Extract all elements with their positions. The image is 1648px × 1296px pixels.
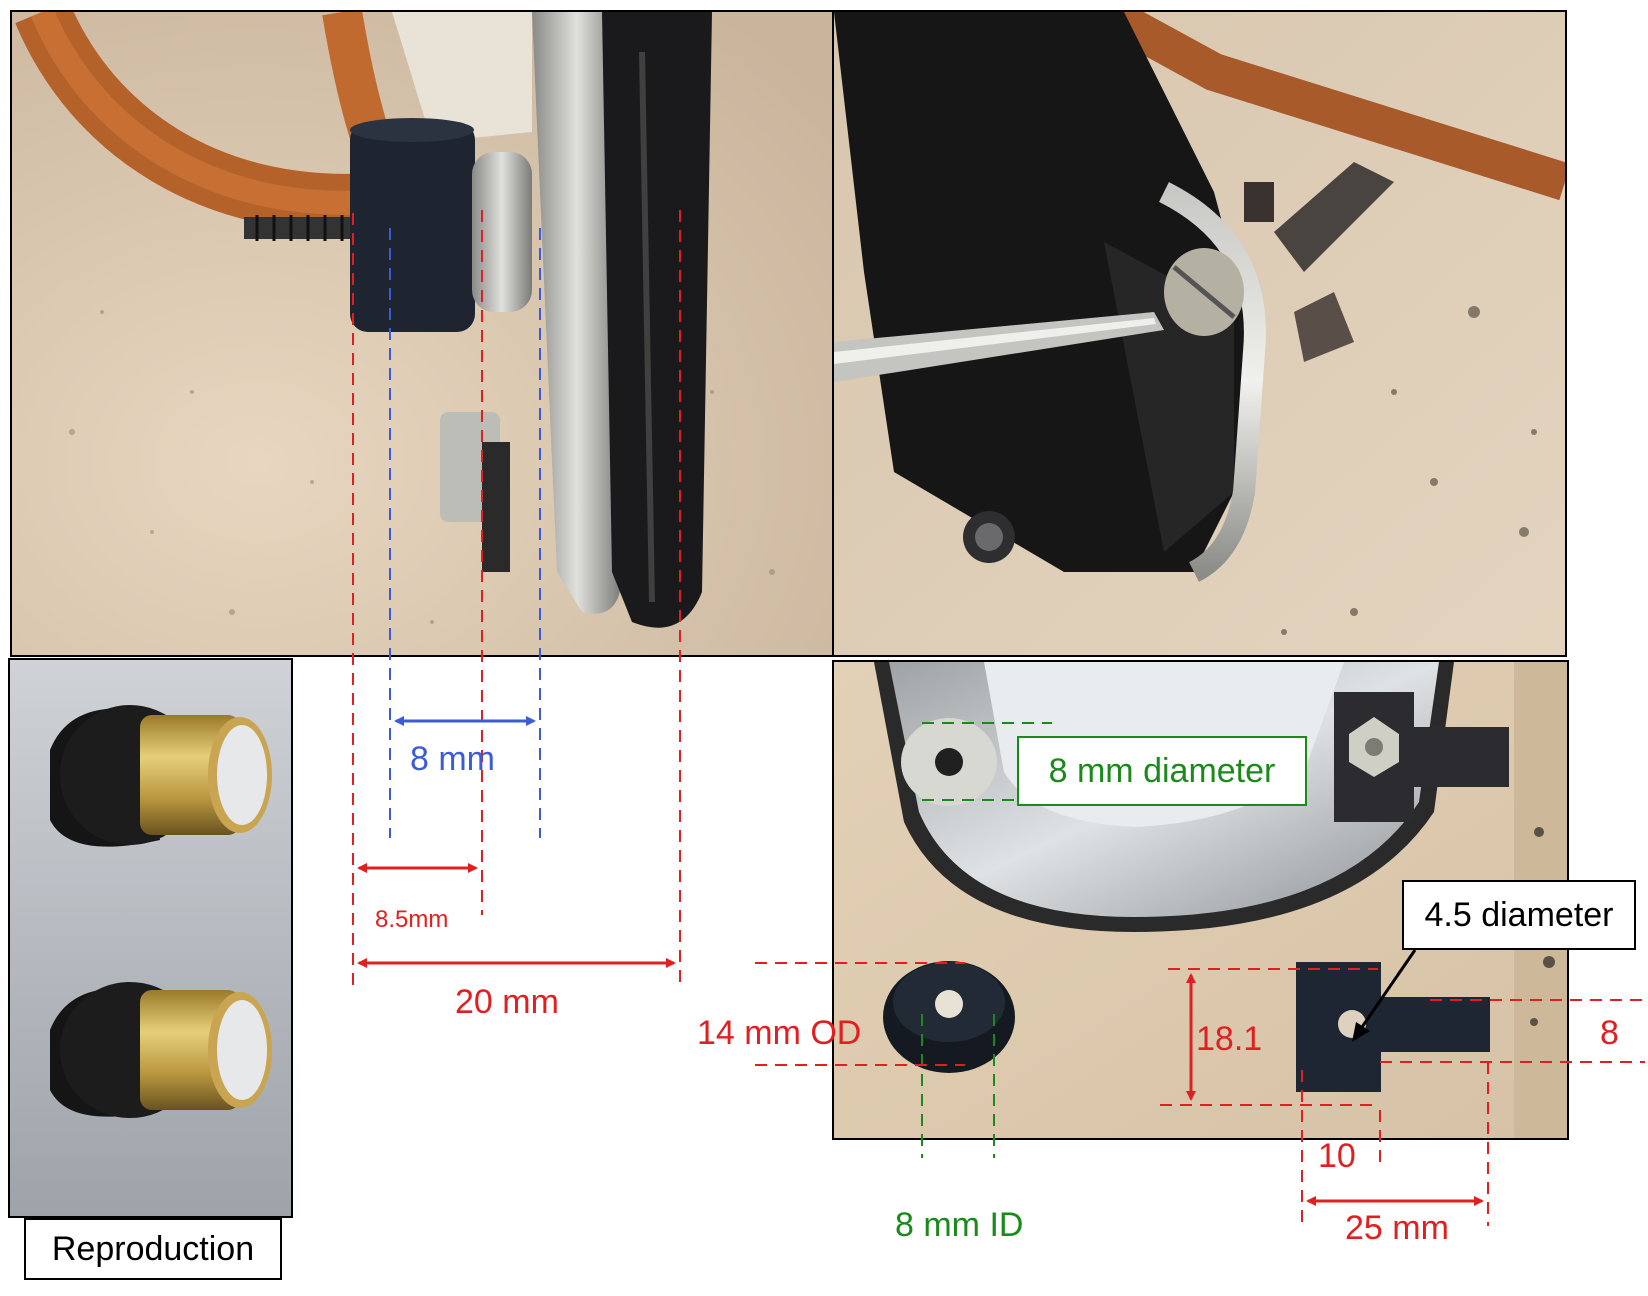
label-8mm-id: 8 mm ID	[895, 1206, 1024, 1244]
photo-reproduction-bumpers	[8, 658, 293, 1218]
photo-bumper-side-view	[10, 10, 834, 657]
label-8mm-blue: 8 mm	[410, 740, 495, 778]
label-8: 8	[1600, 1014, 1619, 1052]
label-8mm-diameter: 8 mm diameter	[1017, 736, 1307, 806]
reproduction-label-text: Reproduction	[51, 1229, 255, 1268]
label-4-5-diameter-text: 4.5 diameter	[1424, 895, 1614, 934]
label-8mm-diameter-text: 8 mm diameter	[1048, 751, 1276, 790]
photo-screwdriver-bracket	[832, 10, 1567, 657]
label-10: 10	[1318, 1137, 1356, 1175]
label-25mm: 25 mm	[1345, 1209, 1449, 1247]
label-8-5mm: 8.5mm	[375, 906, 449, 933]
reproduction-label: Reproduction	[24, 1218, 282, 1280]
label-14mm-od: 14 mm OD	[697, 1014, 862, 1052]
label-4-5-diameter: 4.5 diameter	[1402, 880, 1636, 950]
label-18-1: 18.1	[1196, 1020, 1263, 1058]
label-20mm: 20 mm	[455, 983, 559, 1021]
